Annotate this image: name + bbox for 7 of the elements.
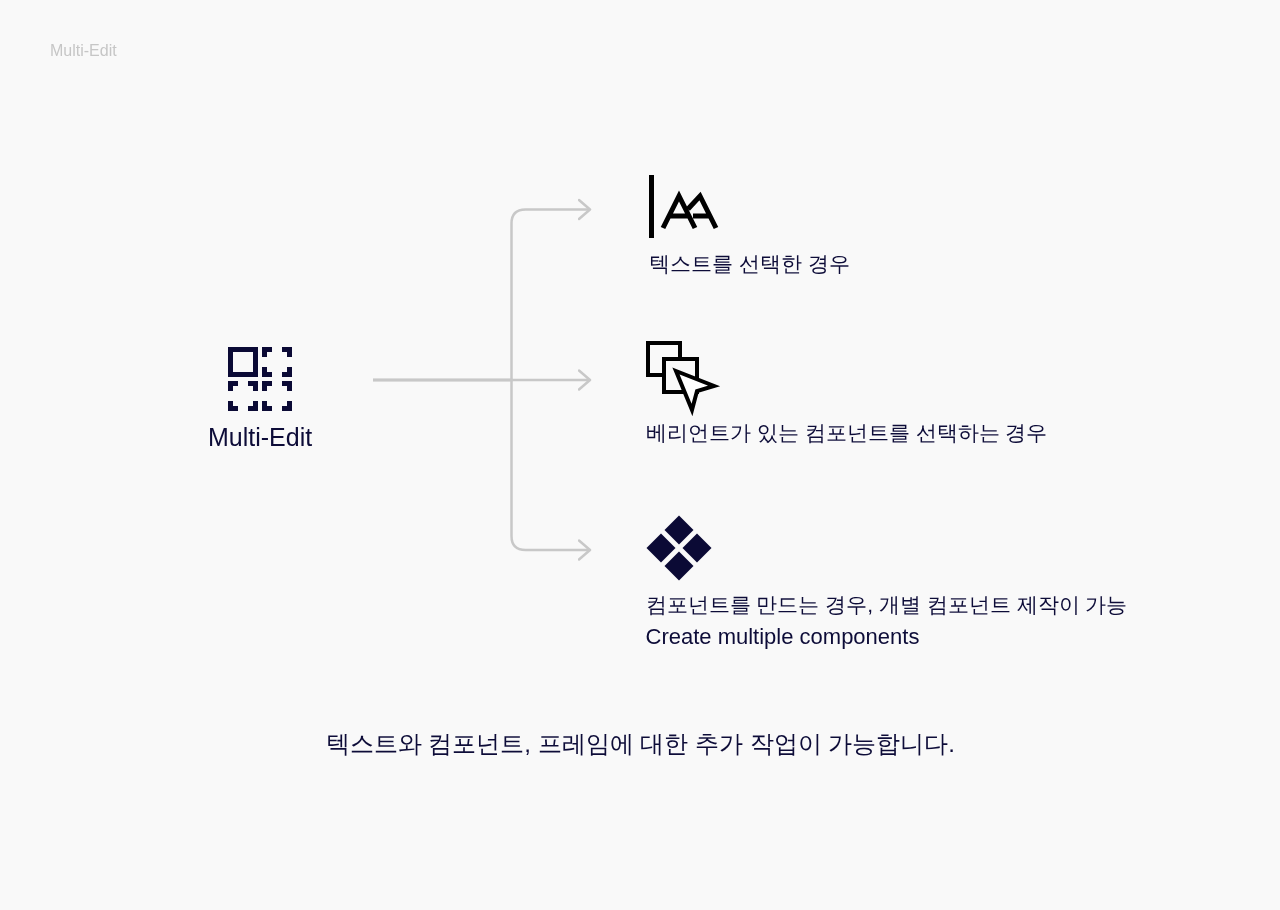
arrow [373,378,592,561]
item-label: 컴포넌트를 만드는 경우, 개별 컴포넌트 제작이 가능 [645,591,1128,618]
item-label: 텍스트를 선택한 경우 [649,251,850,277]
item-label: 베리언트가 있는 컴포넌트를 선택하는 경우 [646,420,1048,446]
item-label: Multi-Edit [208,422,313,453]
item-label: Create multiple components [645,622,920,651]
caption-text: 텍스트와 컴포넌트, 프레임에 대한 추가 작업이 가능합니다. [325,729,955,759]
